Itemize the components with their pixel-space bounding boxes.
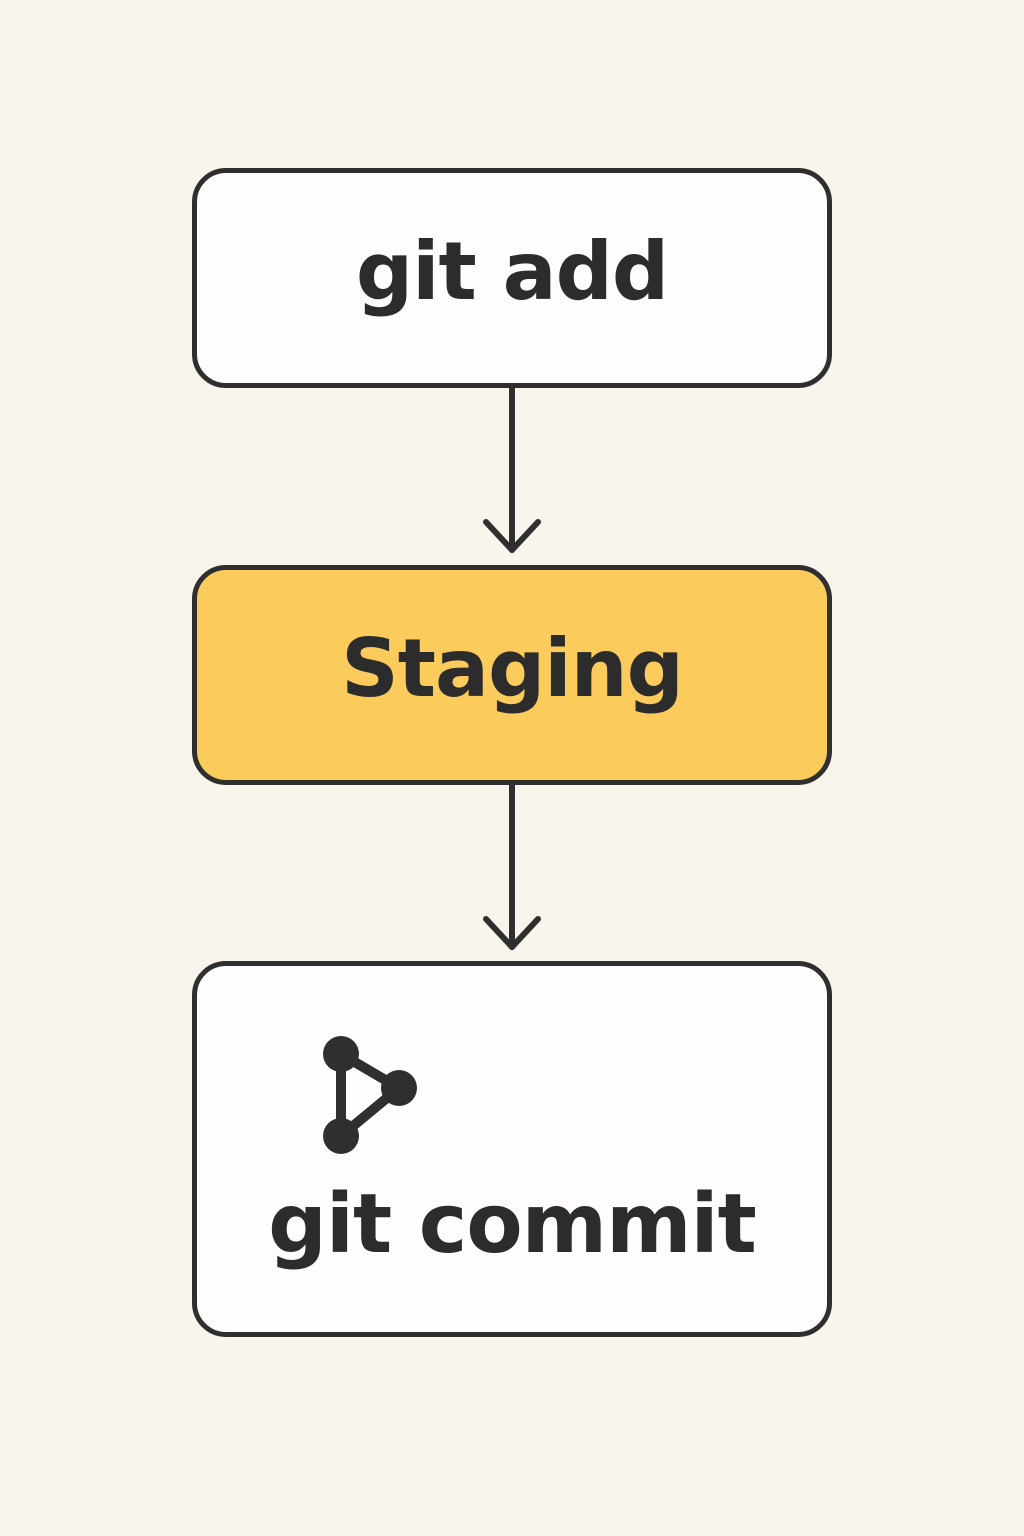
staging-node: Staging [192,565,832,785]
arrow-add-to-staging [483,388,541,553]
arrow-staging-to-commit [483,785,541,950]
commit-graph-icon [323,1036,417,1154]
staging-label: Staging [341,622,684,715]
git-commit-node: git commit [192,961,832,1337]
arrow-head [483,916,541,950]
git-add-label: git add [355,225,669,318]
git-commit-label: git commit [268,1177,757,1272]
arrow-head [483,519,541,553]
git-add-node: git add [192,168,832,388]
